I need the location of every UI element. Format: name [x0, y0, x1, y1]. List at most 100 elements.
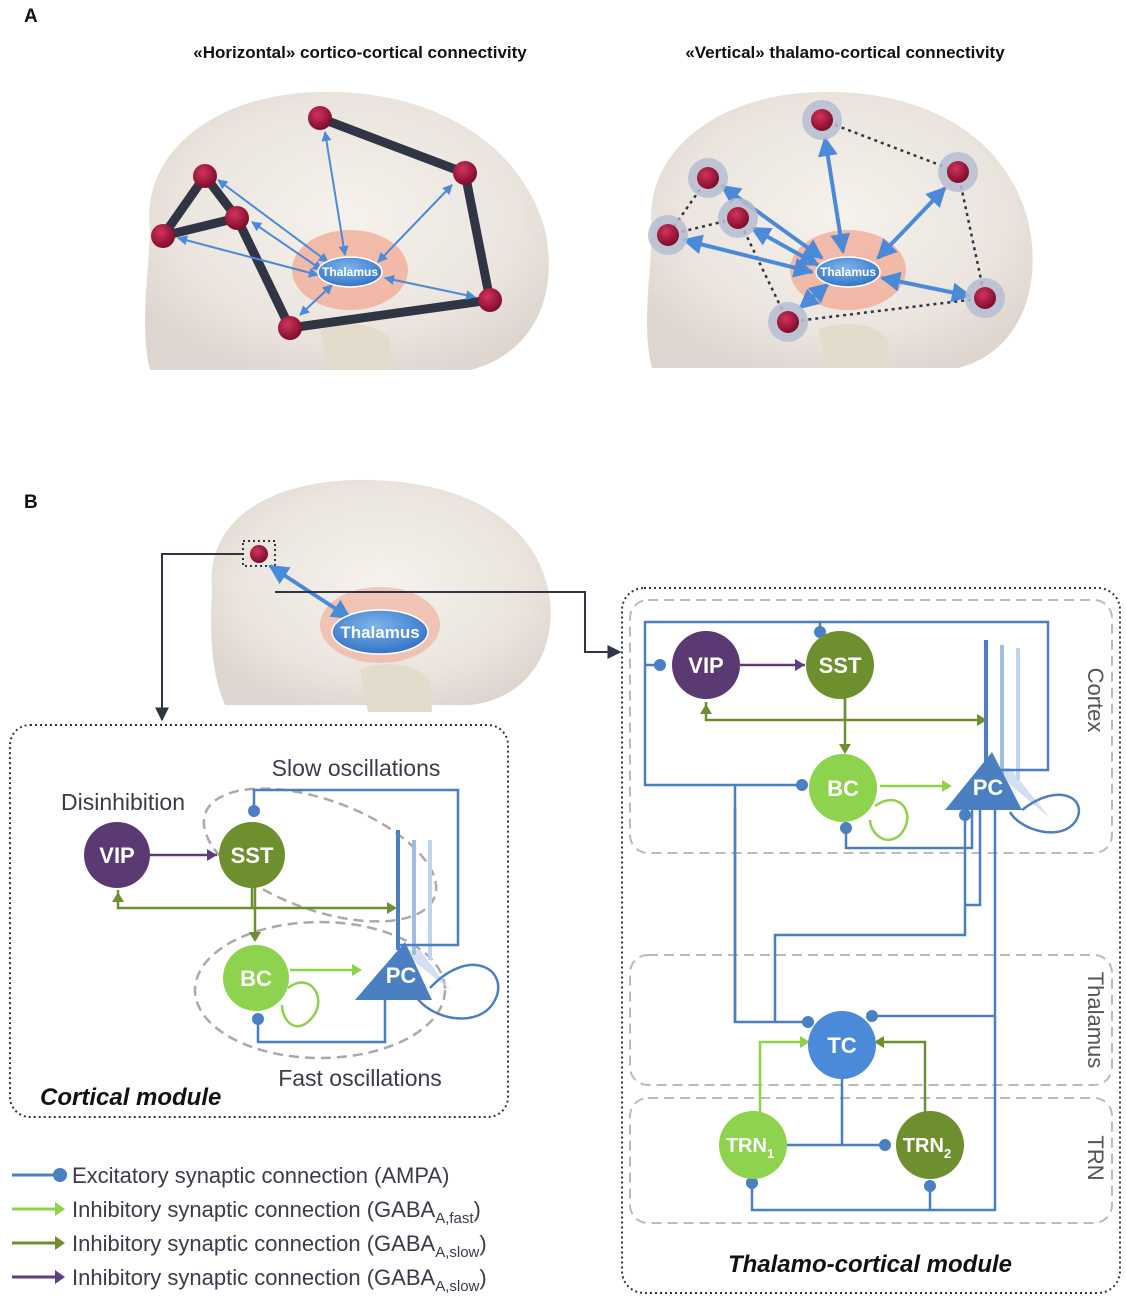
cortical-node-with-halo — [768, 302, 808, 342]
tc-pc-node — [945, 752, 1022, 810]
cm-bc-node — [223, 945, 289, 1011]
right-thalamus-label: Thalamus — [820, 265, 876, 279]
panel-a-label: A — [24, 6, 38, 27]
panel-a-right-title: «Vertical» thalamo-cortical connectivity — [685, 43, 1005, 62]
synapse-inhibitory-slow — [874, 1036, 884, 1048]
right-thalamic-arrows — [682, 136, 972, 310]
synapse-inhibitory-slow — [977, 714, 987, 726]
panel-b-thalamus — [331, 609, 429, 655]
thalamus-region-label: Thalamus — [1083, 972, 1108, 1069]
cm-excitatory-connections — [252, 788, 500, 1044]
tc-excitatory-connections — [643, 620, 1081, 1212]
synapse-excitatory — [796, 779, 808, 791]
tc-vip-node — [672, 631, 740, 699]
left-brain-illustration — [145, 91, 549, 371]
cortical-node-with-halo — [688, 158, 728, 198]
panel-a-left-title: «Horizontal» cortico-cortical connectivi… — [193, 43, 527, 62]
synapse-inhibitory-slow — [387, 902, 397, 914]
cm-pc-label: PC — [386, 963, 417, 988]
legend: Excitatory synaptic connection (AMPA) In… — [12, 1163, 487, 1295]
left-thalamic-arrows — [177, 131, 476, 316]
cortical-node — [278, 316, 302, 340]
synapse-excitatory — [814, 626, 826, 638]
left-thalamus — [317, 256, 383, 288]
trn2-node — [896, 1111, 964, 1179]
trn2-label: TRN2 — [903, 1135, 951, 1161]
synapse-excitatory — [959, 809, 971, 821]
legend-item-excitatory: Excitatory synaptic connection (AMPA) — [12, 1163, 449, 1188]
synapse-excitatory — [866, 1010, 878, 1022]
thalamocortical-module-box — [621, 587, 1121, 1294]
cm-vip-label: VIP — [99, 843, 134, 868]
panel-b-label: B — [24, 492, 38, 513]
synapse-inhibitory-fast — [800, 1036, 810, 1048]
cm-vip-node — [84, 822, 150, 888]
selected-cortical-node — [250, 545, 268, 563]
cortical-node — [151, 224, 175, 248]
cortical-node — [478, 288, 502, 312]
right-cortical-nodes — [648, 100, 1005, 342]
cm-bc-label: BC — [240, 966, 272, 991]
synapse-excitatory — [248, 805, 260, 817]
fast-oscillations-label: Fast oscillations — [278, 1065, 442, 1091]
panel-b-thalamus-label: Thalamus — [340, 623, 419, 642]
legend-item-inhibitory-vip: Inhibitory synaptic connection (GABAA,sl… — [12, 1265, 487, 1295]
thalamus-region — [629, 954, 1113, 1086]
cortical-node-with-halo — [718, 198, 758, 238]
connector-to-cortical-module — [155, 553, 243, 722]
synapse-excitatory — [654, 659, 666, 671]
cortical-node — [308, 106, 332, 130]
synapse-inhibitory-slow — [249, 932, 261, 942]
legend-item-inhibitory-slow: Inhibitory synaptic connection (GABAA,sl… — [12, 1231, 487, 1261]
cortical-node-with-halo — [802, 100, 842, 140]
tc-node — [808, 1011, 876, 1079]
legend-item-inhibitory-fast: Inhibitory synaptic connection (GABAA,fa… — [12, 1197, 481, 1227]
slow-oscillations-label: Slow oscillations — [272, 755, 441, 781]
cm-sst-node — [219, 822, 285, 888]
connector-to-thalamocortical-module — [275, 591, 622, 659]
synapse-excitatory — [746, 1177, 758, 1189]
synapse-inhibitory-slow — [112, 892, 124, 902]
legend-label: Excitatory synaptic connection (AMPA) — [72, 1163, 449, 1188]
tc-sst-node — [806, 631, 874, 699]
synapse-inhibitory-fast — [942, 780, 952, 792]
cortex-region-label: Cortex — [1083, 668, 1108, 733]
trn1-label: TRN1 — [726, 1135, 774, 1161]
cortical-module-box — [9, 724, 509, 1118]
tc-node-label: TC — [827, 1033, 856, 1058]
synapse-excitatory — [802, 1016, 814, 1028]
cortex-region — [629, 599, 1113, 854]
trn1-node — [719, 1111, 787, 1179]
panel-b-brain-illustration — [211, 479, 551, 712]
cortical-node-with-halo — [938, 152, 978, 192]
right-thalamus — [815, 256, 881, 288]
synapse-inhibitory-slow — [839, 744, 851, 754]
trn-region-label: TRN — [1083, 1135, 1108, 1180]
slow-oscillation-loop — [202, 787, 438, 923]
cortical-node-with-halo — [965, 278, 1005, 318]
disinhibition-label: Disinhibition — [61, 789, 185, 815]
cortical-node — [453, 161, 477, 185]
legend-label: Inhibitory synaptic connection (GABAA,fa… — [72, 1197, 481, 1227]
synapse-inhibitory-vip — [207, 849, 217, 861]
trn-region — [629, 1097, 1113, 1224]
left-cortical-nodes — [151, 106, 502, 340]
tc-bc-label: BC — [827, 776, 859, 801]
legend-label: Inhibitory synaptic connection (GABAA,sl… — [72, 1231, 487, 1261]
thalamocortical-module-title: Thalamo-cortical module — [728, 1251, 1012, 1278]
synapse-excitatory — [924, 1180, 936, 1192]
cortical-node — [193, 164, 217, 188]
synapse-inhibitory-fast — [352, 964, 362, 976]
synapse-excitatory — [879, 1139, 891, 1151]
legend-label: Inhibitory synaptic connection (GABAA,sl… — [72, 1265, 487, 1295]
synapse-excitatory — [840, 822, 852, 834]
synapse-inhibitory-vip — [795, 659, 805, 671]
cm-sst-label: SST — [231, 843, 274, 868]
cortical-node-with-halo — [648, 215, 688, 255]
cm-pc-node — [355, 942, 432, 1000]
tc-sst-label: SST — [819, 653, 862, 678]
tc-vip-label: VIP — [688, 653, 723, 678]
fast-oscillation-loop — [193, 920, 447, 1060]
synapse-excitatory — [252, 1013, 264, 1025]
